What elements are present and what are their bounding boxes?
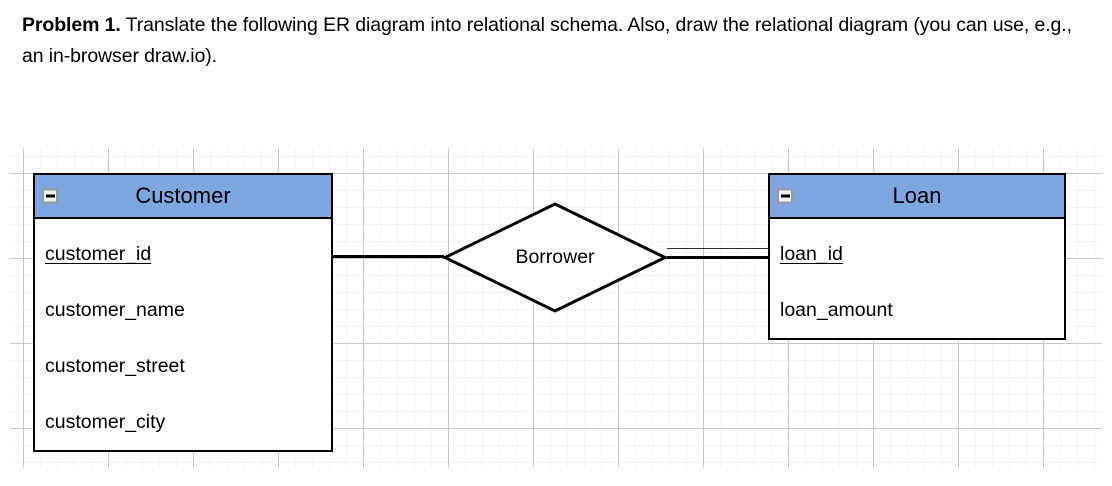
connector-borrower-loan-lower[interactable] — [667, 256, 769, 259]
entity-customer[interactable]: Customer customer_id customer_name custo… — [33, 173, 333, 452]
entity-customer-title: Customer — [135, 183, 231, 208]
minus-icon[interactable] — [777, 188, 793, 204]
relationship-borrower[interactable]: Borrower — [443, 202, 667, 313]
attribute-customer-street[interactable]: customer_street — [45, 355, 185, 377]
diagram-canvas[interactable]: Customer customer_id customer_name custo… — [10, 148, 1102, 468]
page-title: Problem 1. Translate the following ER di… — [22, 10, 1094, 72]
problem-label: Problem 1. — [22, 14, 121, 36]
entity-loan-title: Loan — [892, 183, 942, 208]
attribute-customer-city[interactable]: customer_city — [45, 411, 166, 433]
entity-loan-header[interactable]: Loan — [770, 175, 1064, 219]
minus-icon[interactable] — [42, 188, 58, 204]
entity-loan[interactable]: Loan loan_id loan_amount — [768, 173, 1066, 340]
attribute-customer-name[interactable]: customer_name — [45, 299, 185, 321]
relationship-borrower-label: Borrower — [515, 246, 595, 268]
entity-customer-header[interactable]: Customer — [35, 175, 331, 219]
minus-icon-bar — [780, 194, 790, 198]
minus-icon-bar — [45, 194, 55, 198]
attribute-loan-id[interactable]: loan_id — [780, 243, 843, 265]
connector-customer-borrower[interactable] — [333, 255, 444, 258]
attribute-customer-id[interactable]: customer_id — [45, 243, 152, 265]
problem-text: Translate the following ER diagram into … — [22, 14, 1072, 67]
attribute-loan-amount[interactable]: loan_amount — [780, 299, 893, 321]
connector-borrower-loan-upper[interactable] — [667, 248, 769, 249]
diamond-shape — [443, 202, 667, 313]
